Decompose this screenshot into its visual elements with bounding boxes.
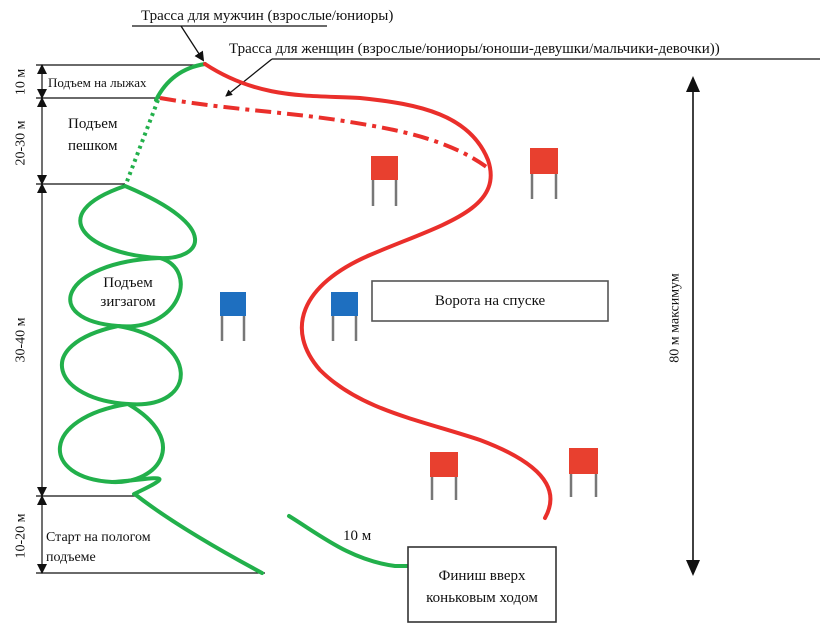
start-label-line1: Старт на пологом [46,530,151,545]
walk-climb-label-line2: пешком [68,138,118,154]
zigzag-climb-track [57,184,197,496]
downhill-gates-box [371,280,609,322]
gate-red-upper-right [530,148,558,199]
start-label-line2: подъеме [46,550,96,565]
downhill-gates-label: Ворота на спуске [435,293,546,309]
gate-red-lower-left [430,452,458,500]
finish-approach-track [287,514,410,568]
walk-climb-label-line1: Подъем [68,116,118,132]
arrow-up-icon [37,97,47,107]
arrow-up-icon [37,495,47,505]
max-height-label: 80 м максимум [668,273,683,363]
dimension-label-ski: 10 м [14,69,29,96]
arrow-up-icon [37,64,47,74]
zigzag-label-line2: зигзагом [100,294,156,310]
women-track-label: Трасса для женщин (взрослые/юниоры/юноши… [229,41,720,57]
arrow-down-icon [37,564,47,574]
ski-climb-label: Подъем на лыжах [48,75,147,90]
arrow-up-icon [37,183,47,193]
women-callout-pointer [225,58,273,97]
finish-box [407,546,557,623]
dimension-label-zigzag: 30-40 м [14,317,29,362]
gate-blue-right [331,292,358,341]
start-ramp-track [134,493,264,575]
left-dimension-scale [36,64,265,574]
dimension-label-start: 10-20 м [14,513,29,558]
arrow-down-icon [686,560,700,576]
men-track [203,62,553,520]
arrow-down-icon [37,175,47,185]
gate-blue-left [220,292,246,341]
dimension-label-walk: 20-30 м [14,120,29,165]
walk-climb-track [124,99,160,185]
women-track [159,96,490,170]
zigzag-label-line1: Подъем [103,275,153,291]
arrow-up-icon [686,76,700,92]
ski-climb-track [154,62,207,102]
men-callout-pointer [180,25,205,62]
finish-label-line1: Финиш вверх [439,568,526,584]
ten-meter-label: 10 м [343,528,372,544]
arrow-down-icon [37,487,47,497]
gate-red-lower-right [569,448,598,497]
arrow-down-icon [37,89,47,99]
finish-label-line2: коньковым ходом [426,590,538,606]
gate-red-upper-left [371,156,398,206]
men-track-label: Трасса для мужчин (взрослые/юниоры) [141,8,393,24]
